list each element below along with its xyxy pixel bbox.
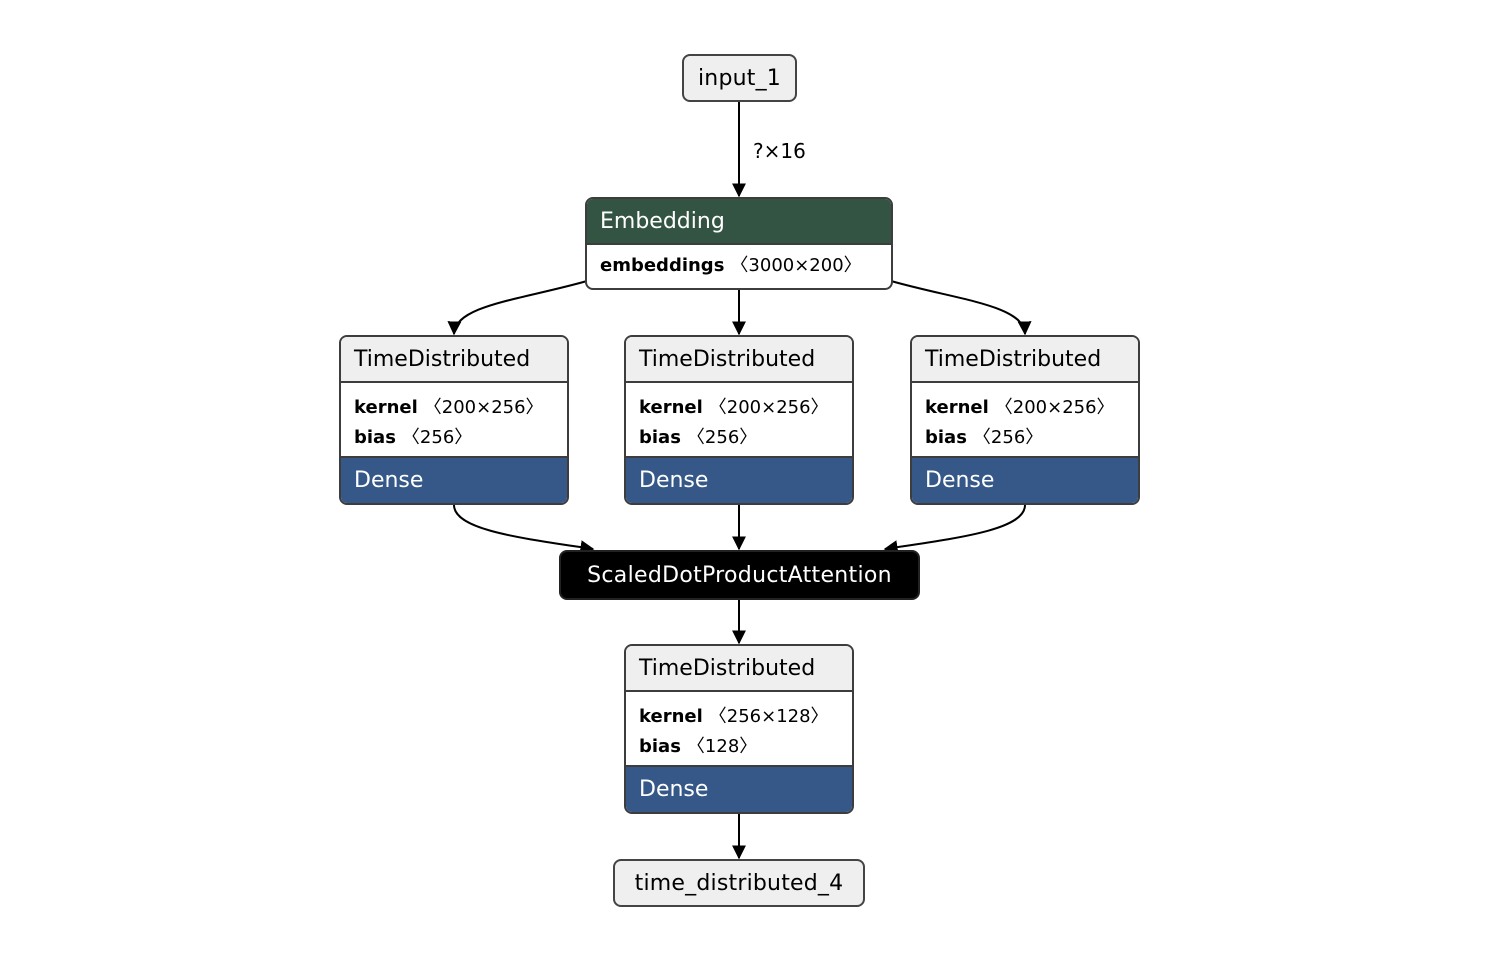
attr-name: bias [354, 427, 396, 448]
attr-name: bias [925, 427, 967, 448]
attr-name: kernel [354, 397, 418, 418]
attention-node-label: ScaledDotProductAttention [587, 562, 892, 588]
embedding-node[interactable]: Embedding embeddings〈3000×200〉 [585, 197, 893, 290]
bias-attr: bias〈256〉 [639, 423, 839, 453]
attr-shape: 〈3000×200〉 [730, 255, 862, 276]
attr-shape: 〈200×256〉 [708, 397, 829, 418]
attr-shape: 〈256〉 [972, 427, 1044, 448]
attr-shape: 〈256〉 [686, 427, 758, 448]
attr-name: bias [639, 427, 681, 448]
node-footer: Dense [912, 456, 1138, 503]
bias-attr: bias〈128〉 [639, 732, 839, 762]
edge-td-right-to-attention [883, 504, 1026, 555]
bias-attr: bias〈256〉 [925, 423, 1125, 453]
kernel-attr: kernel〈200×256〉 [925, 393, 1125, 423]
time-distributed-left-node[interactable]: TimeDistributed kernel〈200×256〉 bias〈256… [339, 335, 569, 505]
kernel-attr: kernel〈256×128〉 [639, 702, 839, 732]
edge-embedding-to-td-right [890, 280, 1032, 336]
attention-node[interactable]: ScaledDotProductAttention [559, 550, 920, 600]
node-attrs: kernel〈256×128〉 bias〈128〉 [626, 692, 852, 770]
node-title: TimeDistributed [912, 337, 1138, 383]
node-footer: Dense [626, 765, 852, 812]
attr-shape: 〈256〉 [401, 427, 473, 448]
embedding-attr: embeddings〈3000×200〉 [600, 251, 878, 281]
attr-shape: 〈200×256〉 [994, 397, 1115, 418]
embedding-node-attrs: embeddings〈3000×200〉 [587, 245, 891, 288]
attr-name: kernel [639, 397, 703, 418]
input-node[interactable]: input_1 [682, 54, 797, 102]
embedding-node-title: Embedding [587, 199, 891, 245]
node-footer: Dense [626, 456, 852, 503]
time-distributed-output-node[interactable]: TimeDistributed kernel〈256×128〉 bias〈128… [624, 644, 854, 814]
attr-name: bias [639, 736, 681, 757]
node-title: TimeDistributed [626, 337, 852, 383]
input-node-label: input_1 [698, 65, 781, 91]
node-attrs: kernel〈200×256〉 bias〈256〉 [912, 383, 1138, 461]
output-node-label: time_distributed_4 [634, 870, 844, 896]
node-title: TimeDistributed [626, 646, 852, 692]
edge-embedding-to-td-left [447, 280, 588, 336]
edge-label-input-shape: ?×16 [753, 139, 806, 163]
time-distributed-right-node[interactable]: TimeDistributed kernel〈200×256〉 bias〈256… [910, 335, 1140, 505]
node-footer: Dense [341, 456, 567, 503]
attr-name: kernel [639, 706, 703, 727]
attr-shape: 〈200×256〉 [423, 397, 544, 418]
node-attrs: kernel〈200×256〉 bias〈256〉 [626, 383, 852, 461]
node-title: TimeDistributed [341, 337, 567, 383]
attr-name: kernel [925, 397, 989, 418]
attr-shape: 〈256×128〉 [708, 706, 829, 727]
attr-name: embeddings [600, 255, 725, 276]
output-node[interactable]: time_distributed_4 [613, 859, 865, 907]
attr-shape: 〈128〉 [686, 736, 758, 757]
edge-td-left-to-attention [453, 504, 595, 555]
kernel-attr: kernel〈200×256〉 [639, 393, 839, 423]
kernel-attr: kernel〈200×256〉 [354, 393, 554, 423]
time-distributed-middle-node[interactable]: TimeDistributed kernel〈200×256〉 bias〈256… [624, 335, 854, 505]
bias-attr: bias〈256〉 [354, 423, 554, 453]
node-attrs: kernel〈200×256〉 bias〈256〉 [341, 383, 567, 461]
